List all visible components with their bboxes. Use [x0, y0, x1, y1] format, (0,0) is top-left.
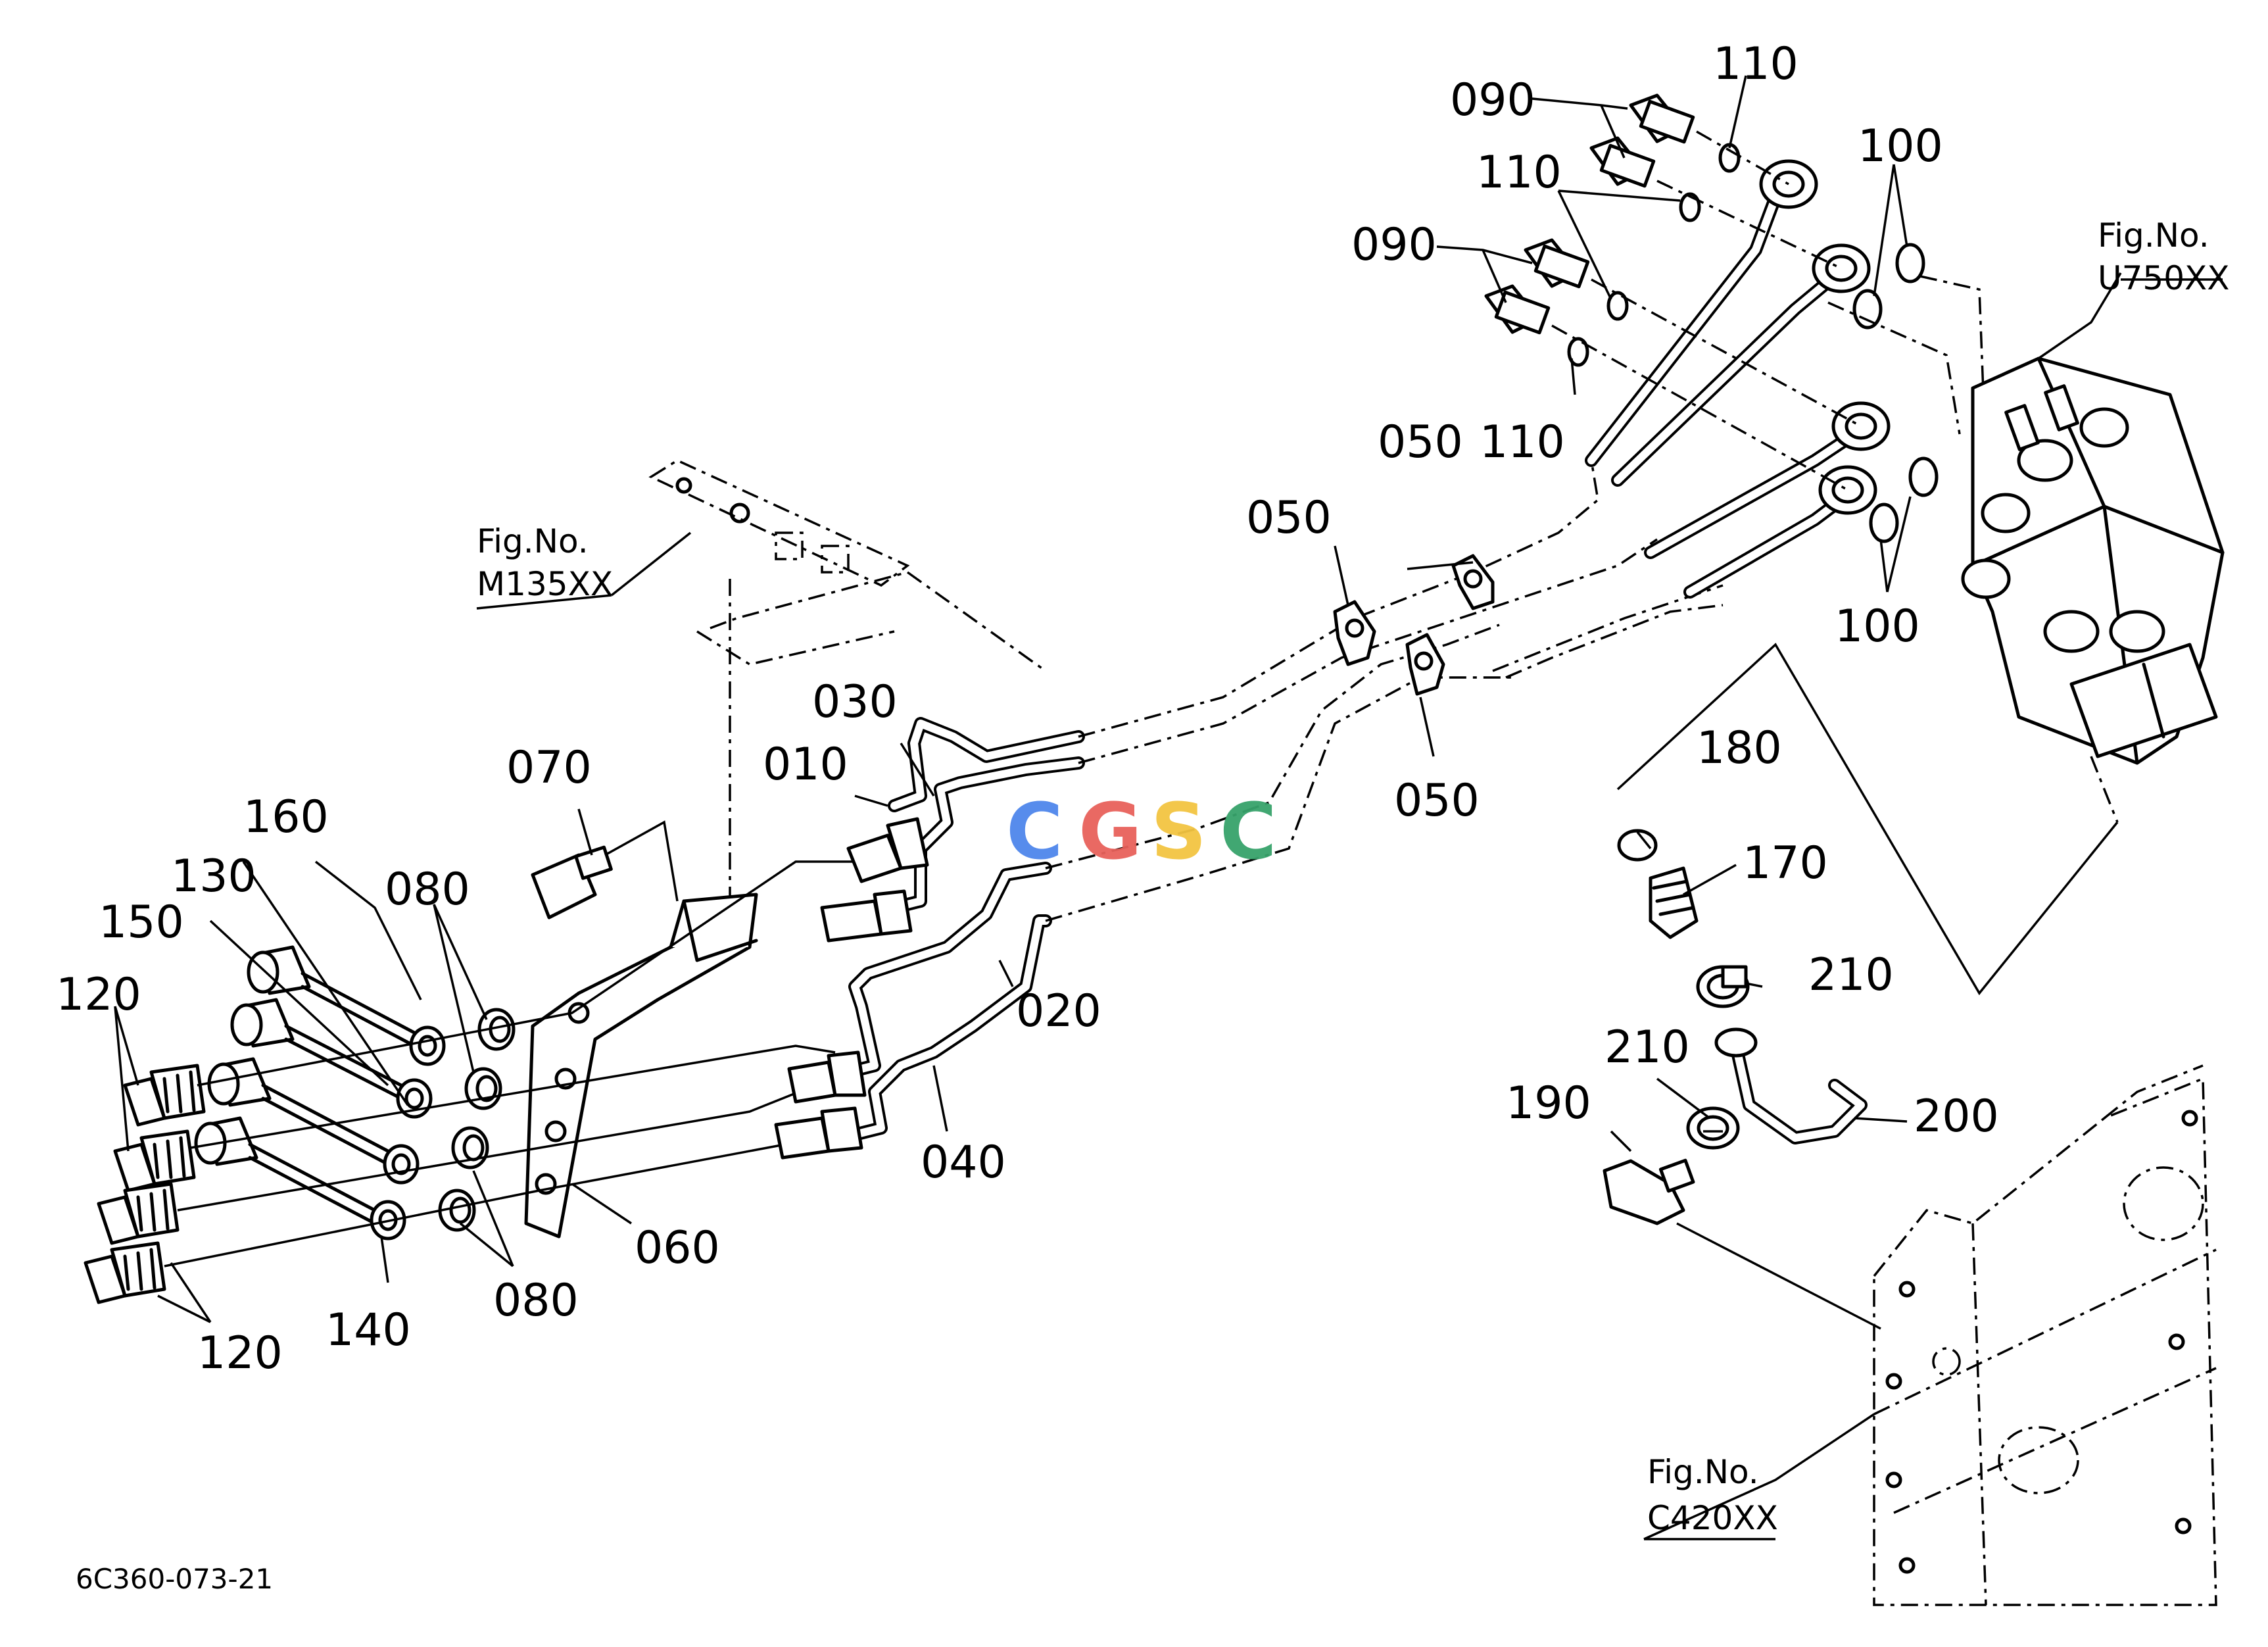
fig-ref-c420-line1: Fig.No.: [1647, 1453, 1759, 1491]
callout-050b: 050: [1246, 492, 1332, 544]
callout-020: 020: [1016, 985, 1101, 1037]
callout-050a: 050: [1378, 416, 1463, 468]
callout-120b: 120: [197, 1327, 283, 1379]
o-rings-110: [1551, 130, 1862, 491]
pipe-030: [888, 717, 1085, 914]
o-rings-100: [1852, 243, 1939, 543]
callout-050c: 050: [1394, 775, 1480, 827]
callout-110b: 110: [1476, 147, 1562, 199]
bolt-070: [531, 845, 613, 920]
callout-120a: 120: [56, 969, 141, 1021]
figure-reference-m135: Fig.No. M135XX: [477, 522, 613, 603]
callout-210b: 210: [1604, 1021, 1690, 1073]
fitting-assembly-170-210: [1603, 643, 2119, 1225]
transmission-housing-c420: [1873, 1064, 2217, 1606]
callout-040: 040: [921, 1137, 1006, 1189]
callout-200: 200: [1914, 1091, 1999, 1143]
callout-180: 180: [1697, 722, 1782, 774]
bracket-060: [524, 893, 758, 1239]
leader-lines: [114, 75, 2223, 1540]
figure-reference-u750: Fig.No. U750XX: [2098, 216, 2230, 297]
watermark-letter-1: C: [1006, 786, 1063, 877]
callout-070: 070: [506, 742, 592, 794]
callout-060: 060: [635, 1222, 720, 1274]
callout-100b: 100: [1835, 601, 1920, 652]
callout-010: 010: [763, 739, 848, 791]
watermark-letter-4: C: [1220, 786, 1277, 877]
cap-130: [230, 998, 433, 1119]
figure-reference-c420: Fig.No. C420XX: [1647, 1453, 1778, 1537]
cap-140: [194, 1116, 406, 1241]
watermark-letter-3: S: [1151, 786, 1207, 877]
pipe-040: [842, 862, 1052, 1141]
male-fittings-010: [774, 817, 929, 1160]
fig-ref-m135-line2: M135XX: [477, 565, 613, 603]
callout-210a: 210: [1808, 949, 1894, 1001]
callout-labels: 090 110 110 100 090 050 110 050 100 050 …: [56, 38, 1999, 1379]
mounting-plate-m135: [648, 459, 1047, 901]
callout-030: 030: [812, 676, 898, 728]
fig-ref-u750-line2: U750XX: [2098, 259, 2230, 297]
fig-ref-m135-line1: Fig.No.: [477, 522, 589, 560]
callout-190: 190: [1506, 1077, 1591, 1129]
banjo-bolts-090: [1484, 93, 1695, 335]
callout-130: 130: [171, 850, 256, 902]
callout-080a: 080: [385, 864, 470, 916]
quick-couplers-120: [84, 1064, 206, 1304]
drawing-code: 6C360-073-21: [76, 1563, 273, 1595]
callout-080b: 080: [493, 1275, 579, 1327]
fig-ref-c420-line2: C420XX: [1647, 1499, 1778, 1537]
watermark-logo: C G S C: [1006, 786, 1277, 877]
hose-continuation-lines: [1045, 460, 1724, 922]
callout-140: 140: [326, 1304, 411, 1356]
dust-caps: [194, 945, 446, 1241]
control-valve-u750: [1827, 275, 2225, 823]
callout-100a: 100: [1858, 120, 1943, 172]
callout-110a: 110: [1713, 38, 1798, 90]
callout-160: 160: [243, 791, 329, 843]
fig-ref-u750-line1: Fig.No.: [2098, 216, 2209, 255]
callout-150: 150: [99, 897, 184, 948]
callout-170: 170: [1743, 837, 1828, 889]
callout-090b: 090: [1351, 219, 1437, 271]
clamps-050: [1333, 554, 1495, 696]
callout-090a: 090: [1450, 74, 1535, 126]
watermark-letter-2: G: [1078, 786, 1142, 877]
hoses-to-control-valve: [1585, 159, 1891, 599]
callout-110c: 110: [1480, 416, 1565, 468]
